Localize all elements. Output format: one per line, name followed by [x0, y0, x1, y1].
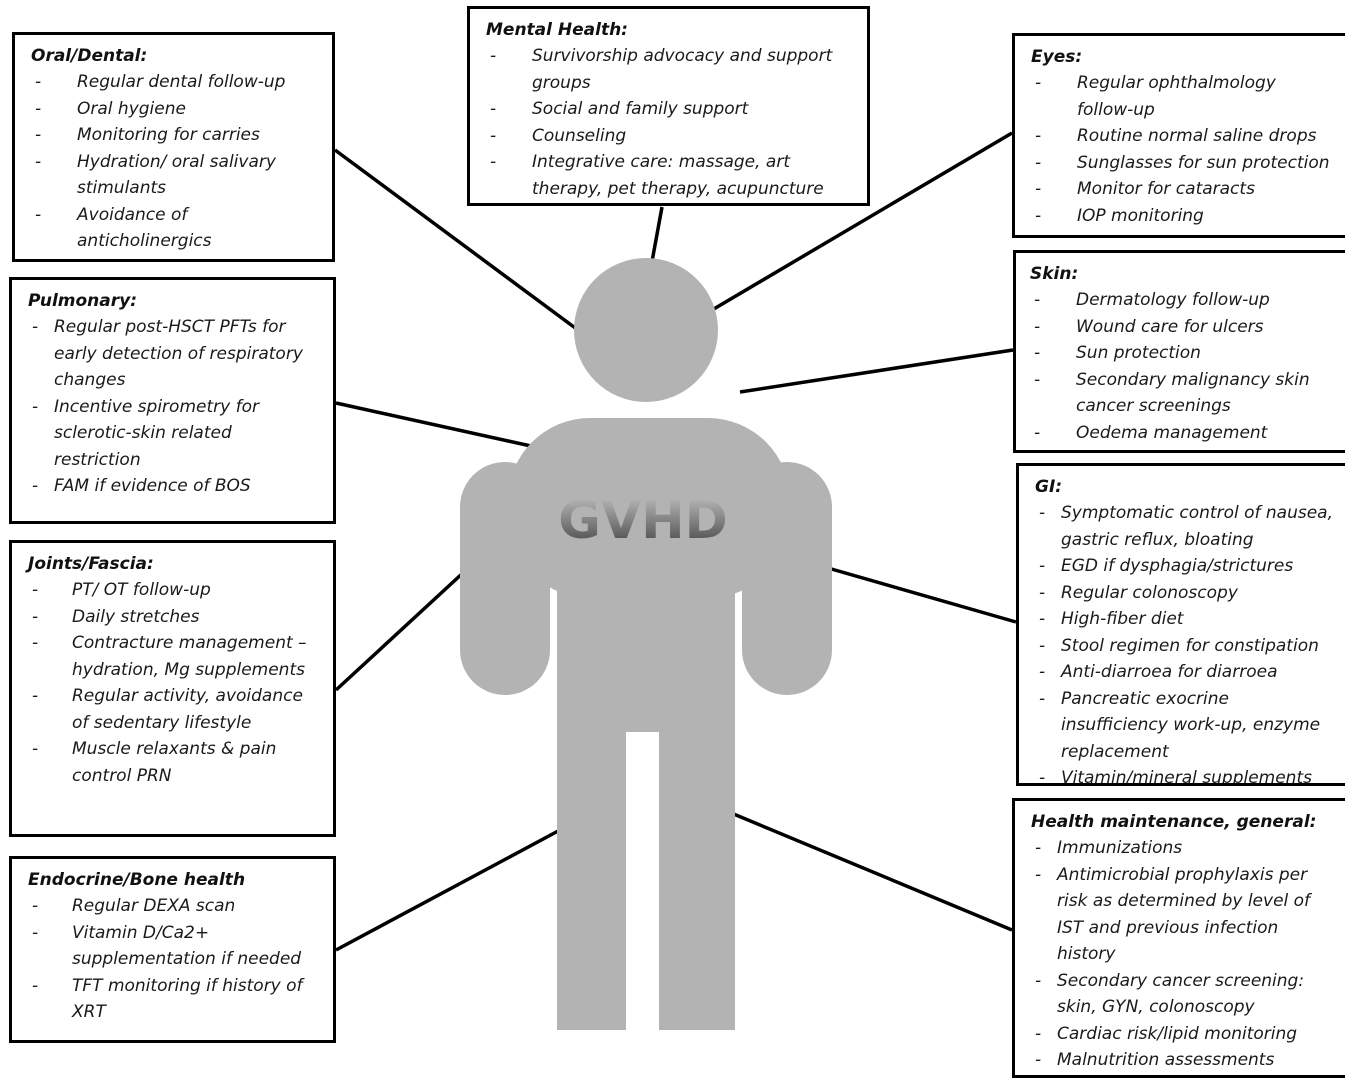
- list-item: Regular ophthalmology follow-up: [1031, 70, 1335, 123]
- connector-eyes: [706, 131, 1013, 315]
- list-item: Dermatology follow-up: [1030, 287, 1336, 314]
- list-item: Contracture management – hydration, Mg s…: [28, 630, 323, 683]
- endocrine-bone-title: Endocrine/Bone health: [28, 870, 246, 890]
- human-figure: [460, 258, 832, 1030]
- list-item: Sunglasses for sun protection: [1031, 150, 1335, 177]
- eyes-box: Eyes: Regular ophthalmology follow-up Ro…: [1012, 33, 1345, 238]
- list-item: Cardiac risk/lipid monitoring: [1031, 1021, 1335, 1048]
- pulmonary-box: Pulmonary: Regular post-HSCT PFTs for ea…: [9, 277, 336, 524]
- gi-list: Symptomatic control of nausea, gastric r…: [1035, 500, 1335, 783]
- list-item: Counseling: [486, 123, 857, 150]
- list-item: Monitor for cataracts: [1031, 176, 1335, 203]
- list-item: Stool regimen for constipation: [1035, 633, 1335, 660]
- list-item: IOP monitoring: [1031, 203, 1335, 230]
- connector-skin: [739, 348, 1014, 394]
- list-item: PT/ OT follow-up: [28, 577, 323, 604]
- figure-right-leg: [659, 700, 735, 1030]
- list-item: Immunizations: [1031, 835, 1335, 862]
- list-item: Hydration/ oral salivary stimulants: [31, 149, 322, 202]
- list-item: Regular activity, avoidance of sedentary…: [28, 683, 323, 736]
- figure-head: [574, 258, 718, 402]
- connector-gi: [799, 558, 1017, 624]
- oral-dental-box: Oral/Dental: Regular dental follow-up Or…: [12, 32, 335, 262]
- list-item: Sun protection: [1030, 340, 1336, 367]
- joints-fascia-title: Joints/Fascia:: [28, 554, 154, 574]
- joints-fascia-box: Joints/Fascia: PT/ OT follow-up Daily st…: [9, 540, 336, 837]
- connector-endocrine: [335, 828, 561, 952]
- list-item: Regular post-HSCT PFTs for early detecti…: [28, 314, 323, 394]
- health-maintenance-title: Health maintenance, general:: [1031, 812, 1317, 832]
- health-maintenance-box: Health maintenance, general: Immunizatio…: [1012, 798, 1345, 1078]
- list-item: Survivorship advocacy and support groups: [486, 43, 857, 96]
- joints-fascia-list: PT/ OT follow-up Daily stretches Contrac…: [28, 577, 323, 789]
- list-item: Secondary cancer screening: skin, GYN, c…: [1031, 968, 1335, 1021]
- health-maintenance-list: Immunizations Antimicrobial prophylaxis …: [1031, 835, 1335, 1074]
- list-item: Incentive spirometry for sclerotic-skin …: [28, 394, 323, 474]
- gi-box: GI: Symptomatic control of nausea, gastr…: [1016, 463, 1345, 786]
- connector-lines: [333, 131, 1017, 952]
- list-item: High-fiber diet: [1035, 606, 1335, 633]
- list-item: Wound care for ulcers: [1030, 314, 1336, 341]
- list-item: Regular colonoscopy: [1035, 580, 1335, 607]
- list-item: Vitamin D/Ca2+ supplementation if needed: [28, 920, 323, 973]
- list-item: Symptomatic control of nausea, gastric r…: [1035, 500, 1335, 553]
- eyes-list: Regular ophthalmology follow-up Routine …: [1031, 70, 1335, 229]
- list-item: Anti-diarroea for diarroea: [1035, 659, 1335, 686]
- pulmonary-title: Pulmonary:: [28, 291, 138, 311]
- list-item: Regular dental follow-up: [31, 69, 322, 96]
- list-item: Pancreatic exocrine insufficiency work-u…: [1035, 686, 1335, 766]
- oral-dental-title: Oral/Dental:: [31, 46, 148, 66]
- list-item: Routine normal saline drops: [1031, 123, 1335, 150]
- list-item: EGD if dysphagia/strictures: [1035, 553, 1335, 580]
- list-item: Oral hygiene: [31, 96, 322, 123]
- endocrine-bone-box: Endocrine/Bone health Regular DEXA scan …: [9, 856, 336, 1043]
- gi-title: GI:: [1035, 477, 1063, 497]
- figure-left-leg: [557, 700, 626, 1030]
- list-item: Social and family support: [486, 96, 857, 123]
- skin-title: Skin:: [1030, 264, 1079, 284]
- list-item: Integrative care: massage, art therapy, …: [486, 149, 857, 202]
- list-item: Monitoring for carries: [31, 122, 322, 149]
- figure-torso: [508, 418, 790, 598]
- list-item: Vitamin/mineral supplements for malnutri…: [1035, 765, 1335, 783]
- list-item: Avoidance of anticholinergics: [31, 202, 322, 255]
- list-item: Secondary malignancy skin cancer screeni…: [1030, 367, 1336, 420]
- mental-health-title: Mental Health:: [486, 20, 628, 40]
- skin-list: Dermatology follow-up Wound care for ulc…: [1030, 287, 1336, 446]
- pulmonary-list: Regular post-HSCT PFTs for early detecti…: [28, 314, 323, 500]
- list-item: Regular DEXA scan: [28, 893, 323, 920]
- endocrine-bone-list: Regular DEXA scan Vitamin D/Ca2+ supplem…: [28, 893, 323, 1026]
- list-item: Oedema management: [1030, 420, 1336, 447]
- list-item: TFT monitoring if history of XRT: [28, 973, 323, 1026]
- list-item: Malnutrition assessments: [1031, 1047, 1335, 1074]
- oral-dental-list: Regular dental follow-up Oral hygiene Mo…: [31, 69, 322, 255]
- connector-health: [723, 808, 1013, 932]
- gvhd-label: GVHD: [558, 491, 728, 551]
- list-item: FAM if evidence of BOS: [28, 473, 323, 500]
- skin-box: Skin: Dermatology follow-up Wound care f…: [1013, 250, 1345, 453]
- list-item: Muscle relaxants & pain control PRN: [28, 736, 323, 789]
- eyes-title: Eyes:: [1031, 47, 1083, 67]
- mental-health-list: Survivorship advocacy and support groups…: [486, 43, 857, 202]
- list-item: Daily stretches: [28, 604, 323, 631]
- connector-pulmonary: [335, 401, 541, 450]
- mental-health-box: Mental Health: Survivorship advocacy and…: [467, 6, 870, 206]
- list-item: Antimicrobial prophylaxis per risk as de…: [1031, 862, 1335, 968]
